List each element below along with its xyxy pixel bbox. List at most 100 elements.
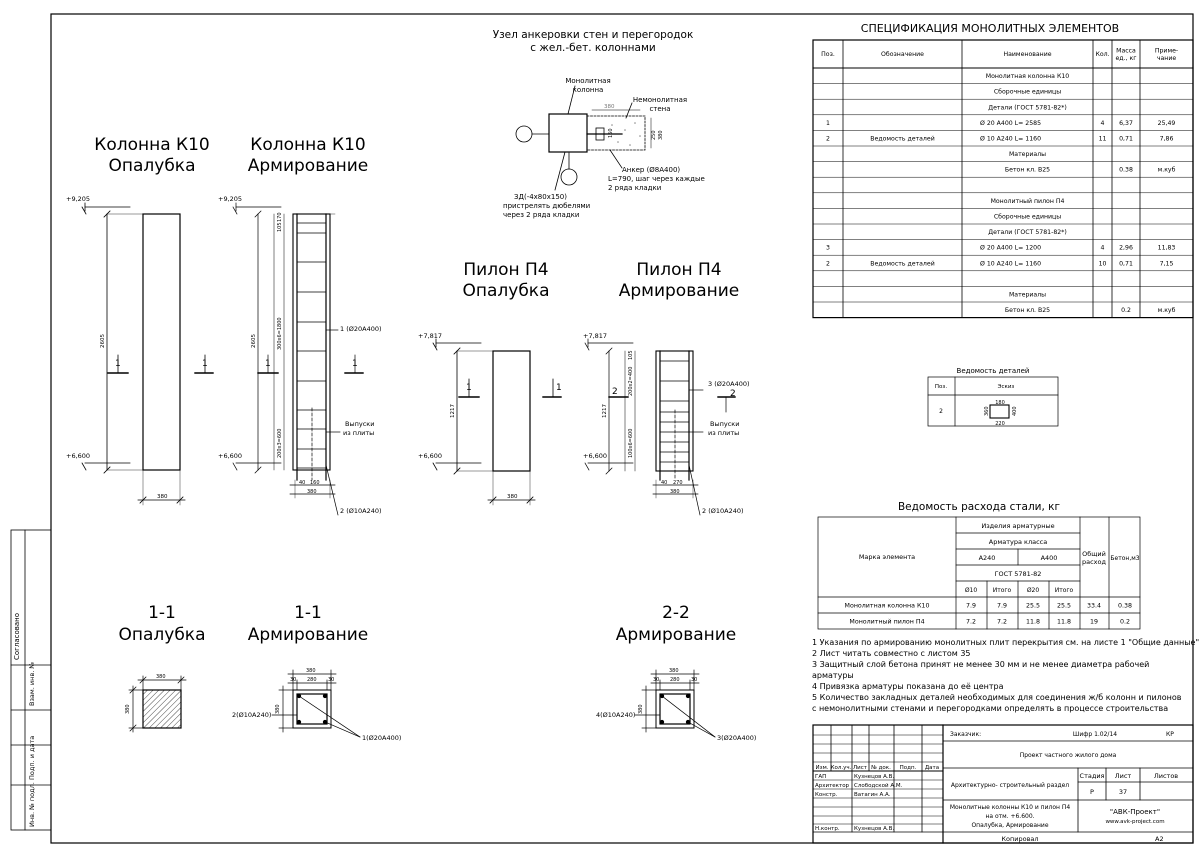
steel-h-items: Изделия арматурные — [981, 522, 1054, 530]
p4r-vypuski-1: Выпуски — [710, 420, 739, 428]
s22r-dim-280: 280 — [670, 677, 680, 683]
steel-h-a400: А400 — [1041, 554, 1058, 562]
k10r-bar1: 1 (Ø20А400) — [340, 325, 382, 333]
k10r-dim-bot-a: 40 — [299, 480, 305, 486]
node-anchor-3: 2 ряда кладки — [608, 184, 661, 192]
details-d360: 360 — [984, 406, 990, 416]
steel-h-a240: А240 — [979, 554, 996, 562]
spec-border — [812, 39, 1194, 319]
title-s11-reinf-2: Армирование — [248, 625, 369, 645]
title-p4-reinf-1: Пилон П4 — [636, 260, 721, 280]
s11r-dim-380: 380 — [306, 668, 316, 674]
steel-h-sub-0: Ø10 — [965, 587, 978, 594]
p4r-bar3: 3 (Ø20А400) — [708, 380, 750, 388]
k10r-mark-1a: 1 — [265, 359, 271, 369]
k10-formwork-view — [81, 202, 214, 506]
sheet-frame — [50, 13, 1194, 844]
spec-cell: 6,37 — [1119, 120, 1133, 127]
p4r-dim-top-a: 105 — [628, 350, 634, 360]
spec-header-cell: Приме- — [1155, 47, 1178, 54]
k10r-mark-1b: 1 — [352, 359, 358, 369]
k10r-dim-mid: 300х6=1800 — [277, 317, 283, 350]
anchor-node: Узел анкеровки стен и перегородок с жел.… — [493, 29, 705, 219]
stamp-h-kol: Кол.уч. — [831, 765, 852, 771]
stamp-h-sheet: Лист — [1115, 772, 1132, 780]
steel-h-sub-3: Итого — [1055, 587, 1074, 594]
spec-cell: м.куб — [1158, 166, 1176, 174]
s11r-bar2: 2(Ø10А240) — [232, 711, 271, 719]
k10r-bar2: 2 (Ø10А240) — [340, 507, 382, 515]
spec-cell: 10 — [1099, 260, 1107, 267]
k10r-level-bottom: +6,600 — [218, 452, 242, 460]
stamp-section: Архитектурно- строительный раздел — [951, 782, 1069, 789]
steel-h-total-2: расход — [1082, 558, 1107, 566]
p4r-mark-2b: 2 — [730, 389, 736, 399]
node-dim-380b: 380 — [658, 130, 664, 140]
p4f-mark-1a: 1 — [466, 383, 472, 393]
k10f-level-top: +9,205 — [66, 195, 90, 203]
p4f-level-bottom: +6,600 — [418, 452, 442, 460]
title-k10-formwork-2: Опалубка — [108, 156, 195, 176]
details-h-sketch: Эскиз — [998, 384, 1015, 390]
stamp-h-date: Дата — [925, 765, 939, 771]
spec-cell: 3 — [826, 245, 830, 252]
spec-cell: 2 — [826, 136, 830, 143]
note-4: 4 Привязка арматуры показана до её центр… — [812, 682, 1004, 691]
k10r-dim-height: 2605 — [251, 334, 257, 348]
side-stamp-replace: Взам. инв. № — [28, 662, 36, 706]
stamp-sheet-title-3: Опалубка, Армирование — [971, 822, 1048, 829]
stamp-sheet-title-2: на отм. +6.600. — [985, 813, 1034, 820]
s11r-dim-30a: 30 — [290, 677, 296, 683]
stamp-h-sign: Подп. — [900, 765, 917, 771]
spec-cell: Ведомость деталей — [870, 135, 934, 143]
p4r-level-bottom: +6,600 — [583, 452, 607, 460]
title-p4-formwork-1: Пилон П4 — [463, 260, 548, 280]
s11f-dim-height: 380 — [125, 704, 131, 714]
spec-cell: Бетон кл. В25 — [1005, 167, 1050, 174]
node-anchor-1: Анкер (Ø8А400) — [622, 166, 680, 174]
k10r-dim-bot: 200х3=600 — [277, 429, 283, 458]
stamp-sheet-no: 37 — [1119, 788, 1127, 796]
s11-reinf-view — [271, 669, 361, 738]
k10r-dim-top-a: 170 — [277, 212, 283, 222]
spec-cell: 25,49 — [1158, 120, 1176, 127]
spec-header-cell: Масса — [1116, 47, 1136, 54]
p4f-dim-width: 380 — [507, 494, 518, 500]
spec-cell: Ø 10 А240 L= 1160 — [980, 259, 1041, 267]
side-stamp-agreed: Согласовано — [13, 613, 21, 660]
details-h-pos: Поз. — [935, 384, 947, 390]
p4r-level-top: +7,817 — [583, 332, 607, 340]
s11r-dim-height: 380 — [275, 704, 281, 714]
steel-cell: 25.5 — [1057, 603, 1071, 610]
spec-cell: 0.38 — [1119, 167, 1133, 174]
stamp-code: Шифр 1.02/14 — [1073, 731, 1117, 738]
spec-cell: Ø 10 А240 L= 1160 — [980, 135, 1041, 143]
spec-cell: 11 — [1099, 136, 1107, 143]
k10f-level-bottom: +6,600 — [66, 452, 90, 460]
spec-cell: 1 — [826, 120, 830, 127]
node-label-column-2: колонна — [573, 86, 604, 94]
spec-cell: 7,86 — [1160, 136, 1174, 143]
s11f-dim-width: 380 — [156, 674, 166, 680]
spec-cell: Ø 20 А400 L= 2585 — [980, 119, 1041, 127]
p4r-dim-bot: 100х6=600 — [628, 429, 634, 458]
spec-header-cell: Наименование — [1003, 51, 1051, 58]
stamp-role-0: ГАП — [815, 774, 826, 780]
steel-h-gost: ГОСТ 5781-82 — [995, 570, 1042, 578]
steel-cell: 25.5 — [1026, 603, 1040, 610]
steel-cell: 33.4 — [1087, 603, 1101, 610]
steel-cell: Монолитный пилон П4 — [849, 618, 924, 626]
stamp-company: "АВК-Проект" — [1110, 808, 1160, 816]
k10-reinf-view — [232, 202, 364, 516]
spec-cell: 0,71 — [1119, 136, 1133, 143]
stamp-h-izm: Изм. — [816, 765, 829, 771]
spec-cell: Материалы — [1009, 292, 1046, 299]
p4r-dim-bot-a: 40 — [661, 480, 667, 486]
stamp-sheet-title-1: Монолитные колонны К10 и пилон П4 — [950, 804, 1070, 811]
p4r-bar2: 2 (Ø10А240) — [702, 507, 744, 515]
steel-h-total-1: Общий — [1082, 550, 1106, 558]
spec-cell: м.куб — [1158, 306, 1176, 314]
stamp-copied: Копировал — [1001, 835, 1038, 843]
spec-cell: 4 — [1101, 245, 1105, 252]
stamp-name-0: Кузнецов А.В. — [854, 774, 894, 780]
